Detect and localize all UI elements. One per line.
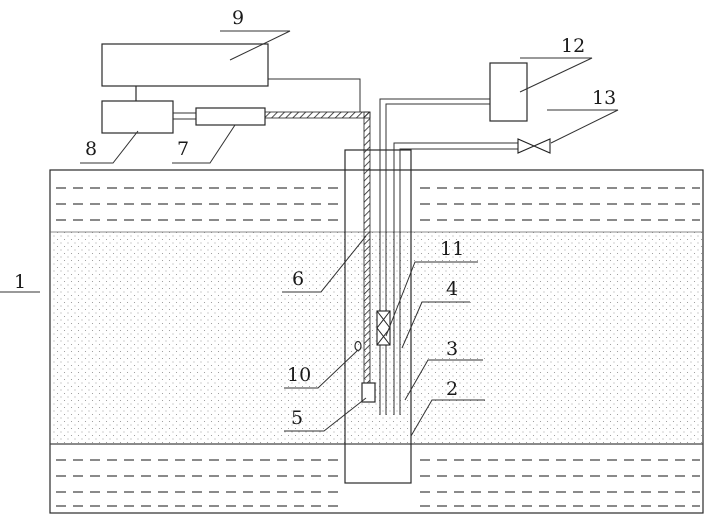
label-1: 1: [14, 271, 26, 293]
valve-13: [518, 139, 550, 153]
label-7: 7: [177, 138, 189, 160]
box-12: [490, 63, 527, 121]
label-13: 13: [592, 87, 616, 109]
flowmeter-11: [377, 311, 390, 345]
box-7: [196, 108, 265, 125]
connector-8-7: [173, 113, 196, 119]
label-3: 3: [446, 338, 458, 360]
label-6: 6: [292, 268, 304, 290]
label-12: 12: [561, 35, 585, 57]
signal-cable: [268, 79, 360, 112]
label-5: 5: [291, 407, 303, 429]
box-9: [102, 44, 268, 86]
label-11: 11: [440, 238, 464, 260]
label-8: 8: [85, 138, 97, 160]
label-9: 9: [232, 7, 244, 29]
upper-water-layer: [56, 188, 700, 220]
label-2: 2: [446, 378, 458, 400]
label-4: 4: [446, 278, 458, 300]
box-8: [102, 101, 173, 133]
label-10: 10: [287, 364, 311, 386]
